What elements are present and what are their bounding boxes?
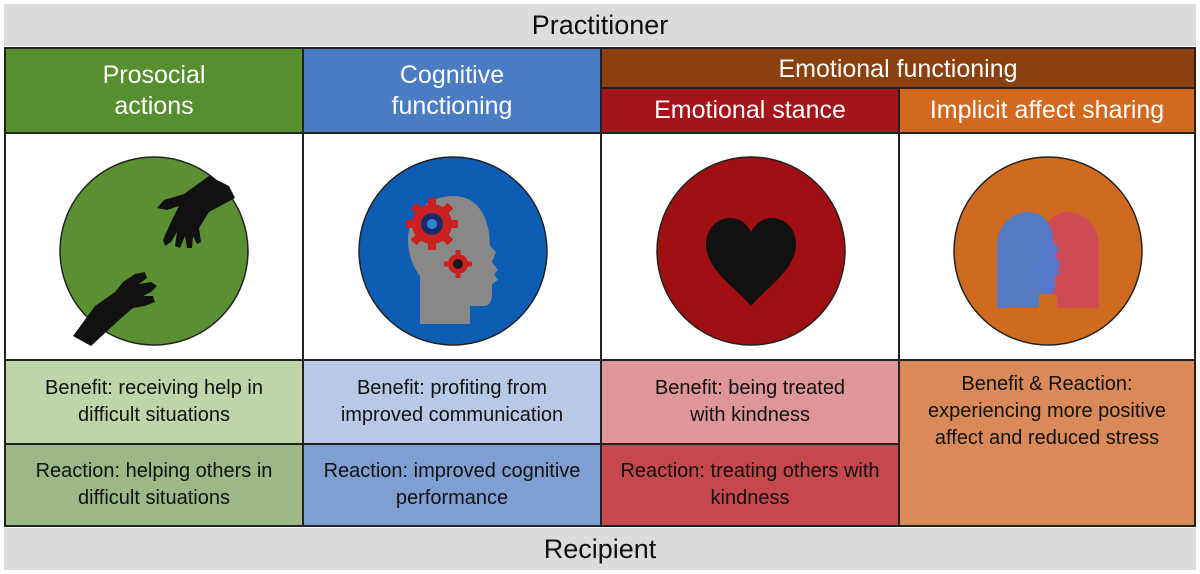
column-divider	[302, 49, 304, 525]
header-cognitive-label: Cognitive functioning	[391, 60, 513, 120]
cognitive-reaction: Reaction: improved cognitive performance	[304, 445, 600, 525]
header-emotional-label: Emotional functioning	[778, 54, 1018, 83]
stance-benefit-text: Benefit: being treated with kindness	[654, 377, 846, 426]
overlapping-heads-icon	[953, 156, 1143, 351]
stance-benefit: Benefit: being treated with kindness	[602, 361, 898, 443]
recipient-bar: Recipient	[4, 528, 1196, 570]
header-prosocial: Prosocial actions	[6, 49, 302, 132]
implicit-benefit-reaction: Benefit & Reaction: experiencing more po…	[900, 361, 1194, 525]
heart-icon	[656, 156, 846, 351]
row-divider	[602, 87, 1194, 89]
row-divider	[6, 443, 898, 445]
matrix-grid: Prosocial actions Cognitive functioning …	[4, 47, 1196, 527]
header-prosocial-label: Prosocial actions	[102, 60, 206, 120]
prosocial-benefit-text: Benefit: receiving help in difficult sit…	[45, 377, 263, 426]
prosocial-benefit: Benefit: receiving help in difficult sit…	[6, 361, 302, 443]
column-divider	[898, 89, 900, 525]
cognitive-benefit: Benefit: profiting from improved communi…	[304, 361, 600, 443]
column-divider	[600, 49, 602, 525]
row-divider	[6, 132, 1194, 134]
header-implicit-label: Implicit affect sharing	[929, 96, 1165, 124]
recipient-label: Recipient	[543, 533, 657, 564]
row-divider	[6, 359, 1194, 361]
header-implicit-affect: Implicit affect sharing	[900, 89, 1194, 132]
header-emotional-stance: Emotional stance	[602, 89, 898, 132]
practitioner-label: Practitioner	[531, 9, 669, 40]
implicit-benefit-reaction-text: Benefit & Reaction: experiencing more po…	[928, 373, 1166, 449]
prosocial-reaction: Reaction: helping others in difficult si…	[6, 445, 302, 525]
head-with-gears-icon	[358, 156, 548, 351]
header-emotional-functioning: Emotional functioning	[602, 49, 1194, 89]
stance-reaction-text: Reaction: treating others with kindness	[620, 460, 880, 509]
cognitive-benefit-text: Benefit: profiting from improved communi…	[340, 377, 564, 426]
header-cognitive: Cognitive functioning	[304, 49, 600, 132]
cognitive-reaction-text: Reaction: improved cognitive performance	[323, 460, 581, 509]
practitioner-bar: Practitioner	[4, 4, 1196, 46]
stance-reaction: Reaction: treating others with kindness	[602, 445, 898, 525]
header-stance-label: Emotional stance	[654, 96, 846, 124]
prosocial-reaction-text: Reaction: helping others in difficult si…	[35, 460, 273, 509]
helping-hands-icon	[59, 156, 249, 351]
